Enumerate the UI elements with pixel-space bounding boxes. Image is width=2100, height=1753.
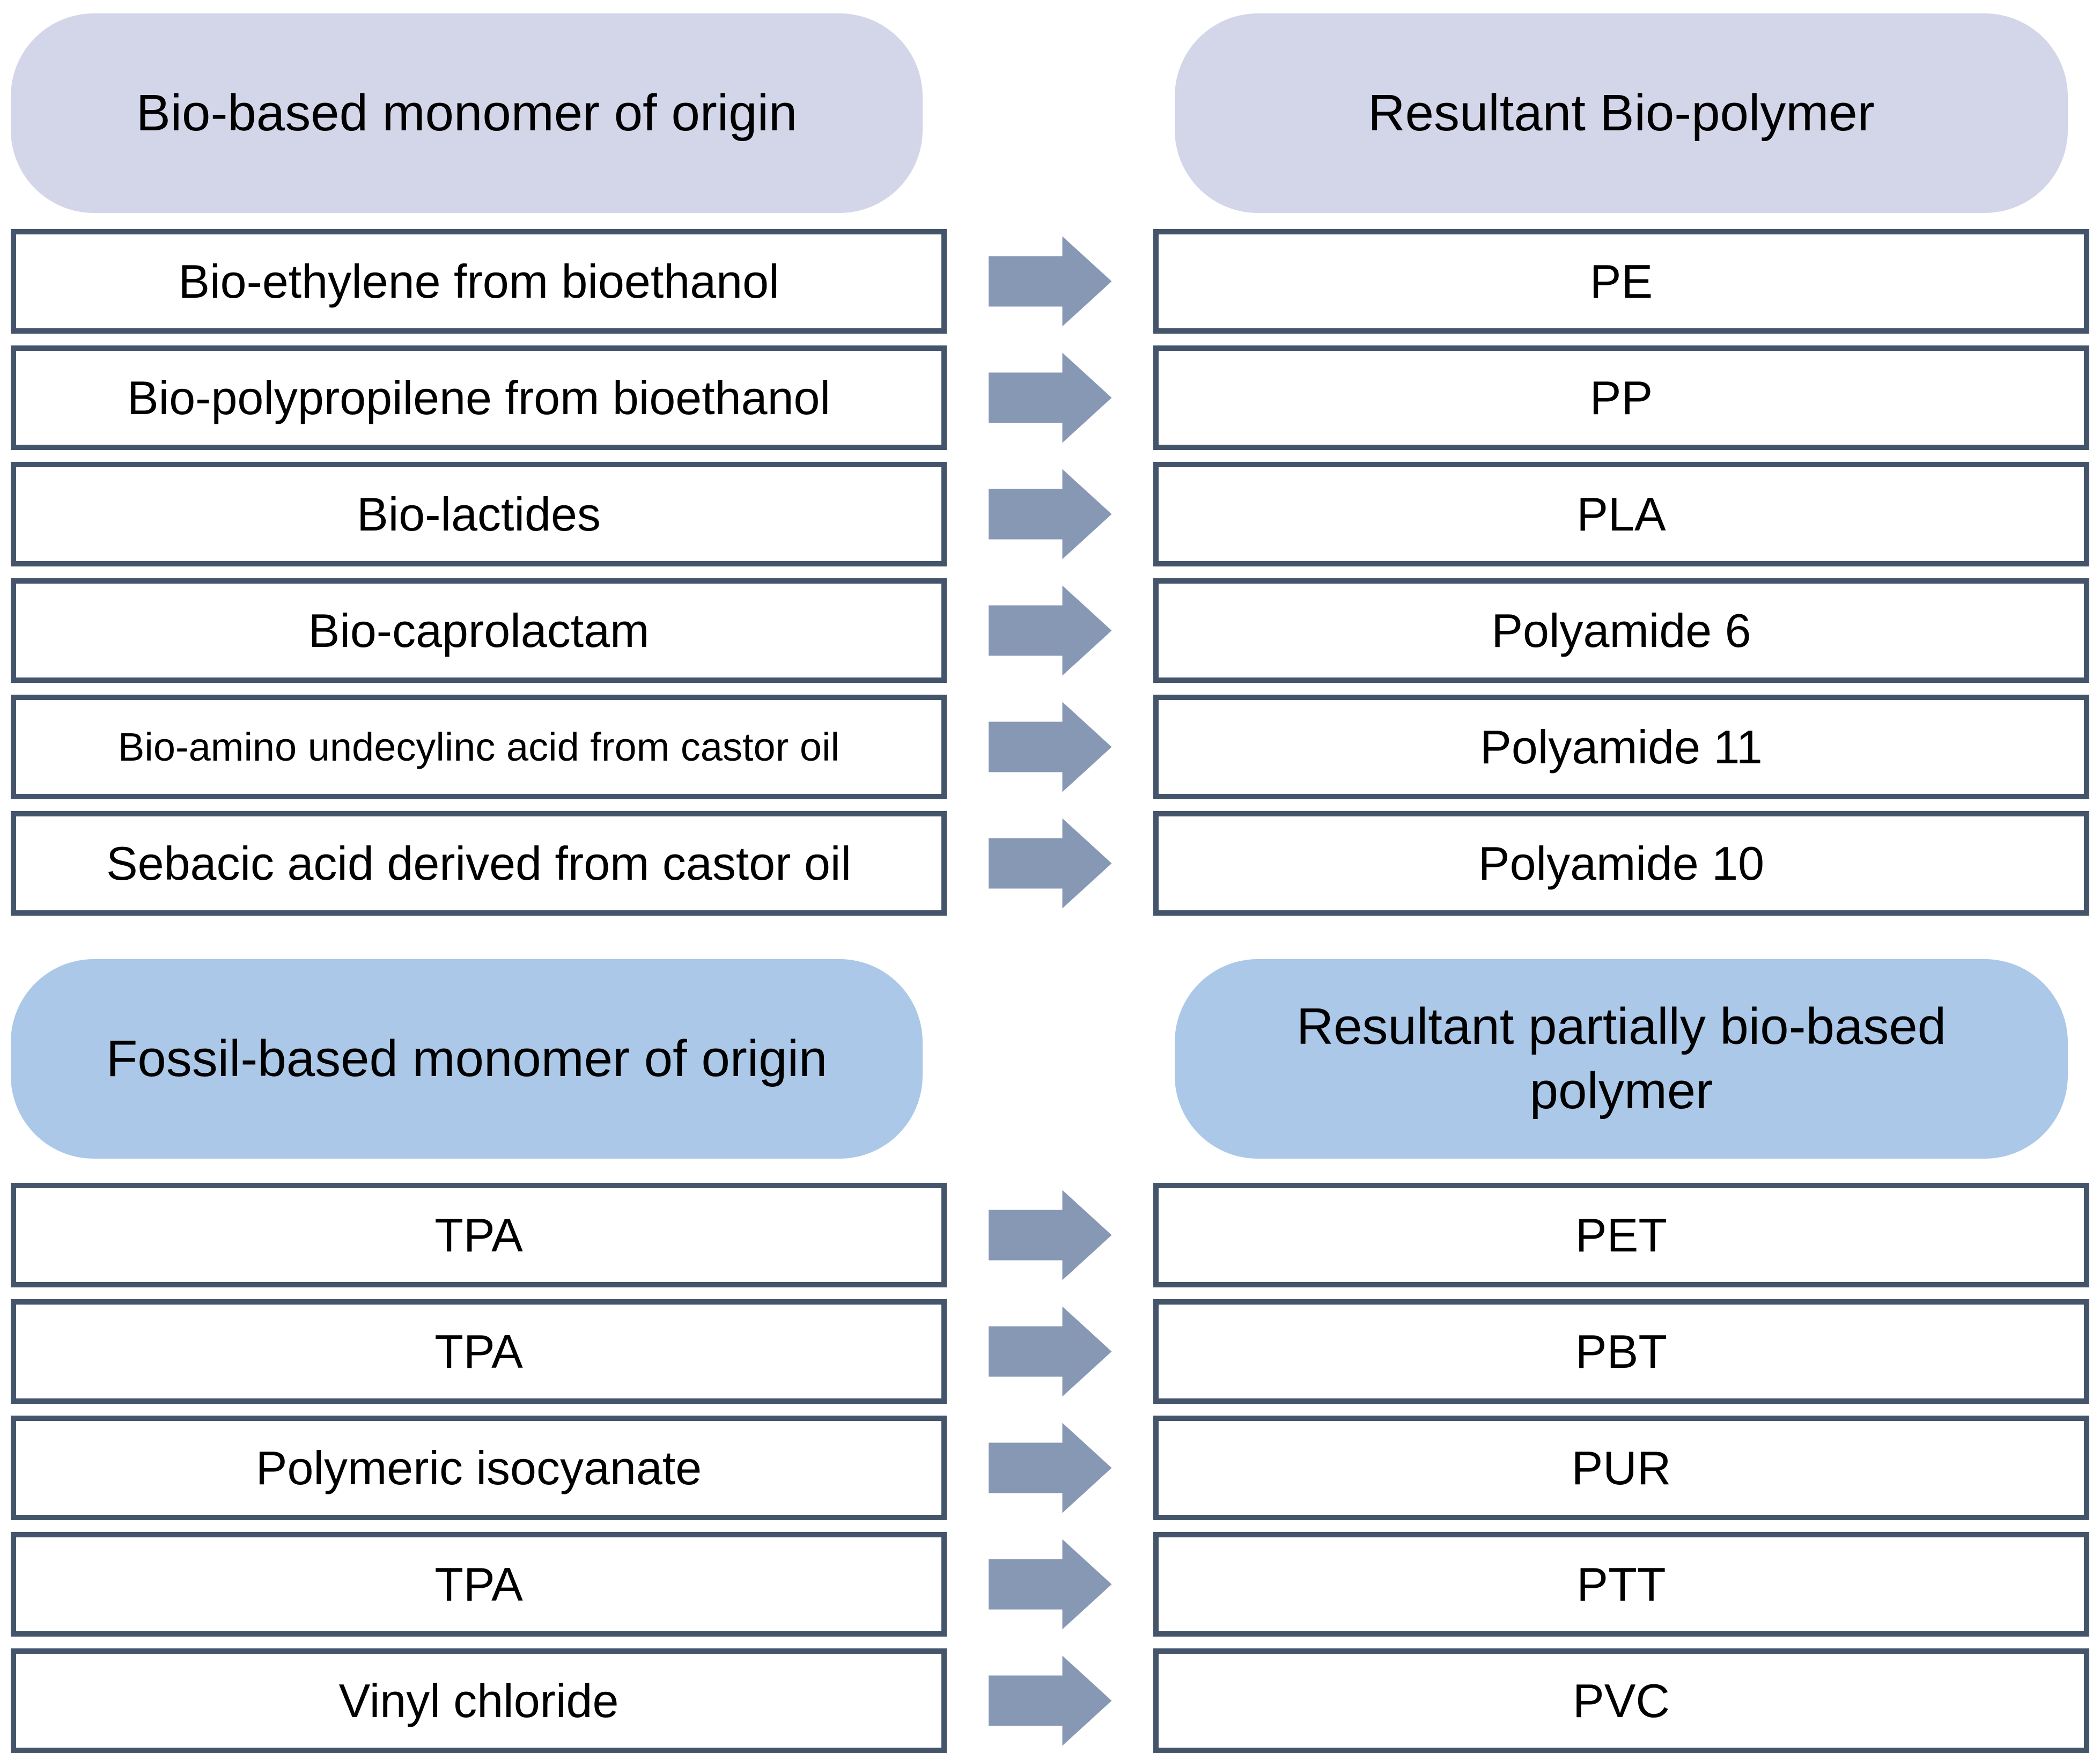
polymer-box: Polyamide 11 bbox=[1153, 695, 2089, 799]
arrow bbox=[947, 811, 1153, 916]
polymer-box: PET bbox=[1153, 1183, 2089, 1287]
arrow bbox=[947, 1416, 1153, 1520]
left-header-pill: Bio-based monomer of origin bbox=[11, 13, 923, 213]
arrow bbox=[947, 1648, 1153, 1753]
arrow bbox=[947, 1299, 1153, 1404]
diagram-row: Bio-ethylene from bioethanol PE bbox=[11, 229, 2089, 334]
diagram-row: Vinyl chloride PVC bbox=[11, 1648, 2089, 1753]
polymer-box: PLA bbox=[1153, 462, 2089, 566]
polymer-box: PE bbox=[1153, 229, 2089, 334]
arrow bbox=[947, 345, 1153, 450]
monomer-box: Bio-amino undecylinc acid from castor oi… bbox=[11, 695, 947, 799]
polymer-box: Polyamide 6 bbox=[1153, 578, 2089, 683]
monomer-label: TPA bbox=[434, 1557, 523, 1611]
diagram-row: Bio-caprolactam Polyamide 6 bbox=[11, 578, 2089, 683]
monomer-label: Bio-caprolactam bbox=[308, 603, 650, 657]
arrow bbox=[947, 578, 1153, 683]
polymer-box: PP bbox=[1153, 345, 2089, 450]
monomer-box: TPA bbox=[11, 1532, 947, 1637]
diagram-row: TPA PTT bbox=[11, 1532, 2089, 1637]
right-header-label: Resultant partially bio-based polymer bbox=[1296, 998, 1947, 1119]
left-header-label: Bio-based monomer of origin bbox=[136, 84, 798, 142]
monomer-box: Polymeric isocyanate bbox=[11, 1416, 947, 1520]
left-header-label: Fossil-based monomer of origin bbox=[106, 1030, 828, 1087]
rows: TPA PET TPA PBT Polymeric isocyanate PUR bbox=[11, 1183, 2089, 1753]
arrow-right-icon bbox=[988, 1306, 1112, 1397]
arrow bbox=[947, 462, 1153, 566]
arrow bbox=[947, 695, 1153, 799]
fossil-based-section: Fossil-based monomer of origin Resultant… bbox=[11, 959, 2089, 1753]
diagram-row: Bio-lactides PLA bbox=[11, 462, 2089, 566]
monomer-box: TPA bbox=[11, 1183, 947, 1287]
monomer-box: Bio-lactides bbox=[11, 462, 947, 566]
arrow-right-icon bbox=[988, 1539, 1112, 1630]
monomer-box: TPA bbox=[11, 1299, 947, 1404]
arrow bbox=[947, 1532, 1153, 1637]
monomer-label: Bio-polypropilene from bioethanol bbox=[127, 371, 831, 424]
monomer-label: Sebacic acid derived from castor oil bbox=[106, 836, 852, 890]
polymer-label: Polyamide 6 bbox=[1491, 603, 1751, 657]
polymer-label: PTT bbox=[1576, 1557, 1666, 1611]
diagram-row: Polymeric isocyanate PUR bbox=[11, 1416, 2089, 1520]
monomer-box: Vinyl chloride bbox=[11, 1648, 947, 1753]
diagram-row: TPA PBT bbox=[11, 1299, 2089, 1404]
monomer-box: Bio-polypropilene from bioethanol bbox=[11, 345, 947, 450]
polymer-label: PET bbox=[1575, 1208, 1668, 1262]
right-header-label: Resultant Bio-polymer bbox=[1368, 84, 1875, 142]
bio-based-section: Bio-based monomer of origin Resultant Bi… bbox=[11, 13, 2089, 916]
diagram-row: Bio-amino undecylinc acid from castor oi… bbox=[11, 695, 2089, 799]
monomer-box: Bio-ethylene from bioethanol bbox=[11, 229, 947, 334]
polymer-label: PUR bbox=[1571, 1441, 1671, 1494]
polymer-box: PTT bbox=[1153, 1532, 2089, 1637]
polymer-label: PP bbox=[1589, 371, 1653, 424]
rows: Bio-ethylene from bioethanol PE Bio-poly… bbox=[11, 229, 2089, 916]
monomer-label: TPA bbox=[434, 1208, 523, 1262]
monomer-box: Bio-caprolactam bbox=[11, 578, 947, 683]
arrow-right-icon bbox=[988, 818, 1112, 909]
polymer-label: PBT bbox=[1575, 1324, 1668, 1378]
diagram-row: Sebacic acid derived from castor oil Pol… bbox=[11, 811, 2089, 916]
arrow bbox=[947, 1183, 1153, 1287]
polymer-box: PVC bbox=[1153, 1648, 2089, 1753]
monomer-box: Sebacic acid derived from castor oil bbox=[11, 811, 947, 916]
monomer-label: Bio-ethylene from bioethanol bbox=[178, 254, 779, 308]
right-header-pill: Resultant partially bio-based polymer bbox=[1175, 959, 2068, 1159]
diagram-row: Bio-polypropilene from bioethanol PP bbox=[11, 345, 2089, 450]
arrow-right-icon bbox=[988, 585, 1112, 676]
header-row: Bio-based monomer of origin Resultant Bi… bbox=[11, 13, 2089, 213]
polymer-label: PLA bbox=[1576, 487, 1666, 541]
polymer-label: Polyamide 11 bbox=[1480, 720, 1763, 774]
polymer-label: PVC bbox=[1573, 1674, 1670, 1727]
monomer-label: Bio-amino undecylinc acid from castor oi… bbox=[118, 725, 839, 769]
polymer-box: PBT bbox=[1153, 1299, 2089, 1404]
arrow-right-icon bbox=[988, 1423, 1112, 1513]
arrow bbox=[947, 229, 1153, 334]
diagram-row: TPA PET bbox=[11, 1183, 2089, 1287]
polymer-label: Polyamide 10 bbox=[1478, 836, 1765, 890]
arrow-right-icon bbox=[988, 236, 1112, 327]
polymer-box: PUR bbox=[1153, 1416, 2089, 1520]
arrow-right-icon bbox=[988, 1190, 1112, 1280]
right-header-pill: Resultant Bio-polymer bbox=[1175, 13, 2068, 213]
left-header-pill: Fossil-based monomer of origin bbox=[11, 959, 923, 1159]
arrow-right-icon bbox=[988, 352, 1112, 443]
polymer-box: Polyamide 10 bbox=[1153, 811, 2089, 916]
monomer-label: TPA bbox=[434, 1324, 523, 1378]
arrow-right-icon bbox=[988, 1655, 1112, 1746]
monomer-label: Polymeric isocyanate bbox=[255, 1441, 702, 1494]
monomer-label: Bio-lactides bbox=[357, 487, 601, 541]
monomer-label: Vinyl chloride bbox=[338, 1674, 619, 1727]
arrow-right-icon bbox=[988, 702, 1112, 792]
polymer-label: PE bbox=[1589, 254, 1653, 308]
arrow-right-icon bbox=[988, 469, 1112, 559]
header-row: Fossil-based monomer of origin Resultant… bbox=[11, 959, 2089, 1159]
